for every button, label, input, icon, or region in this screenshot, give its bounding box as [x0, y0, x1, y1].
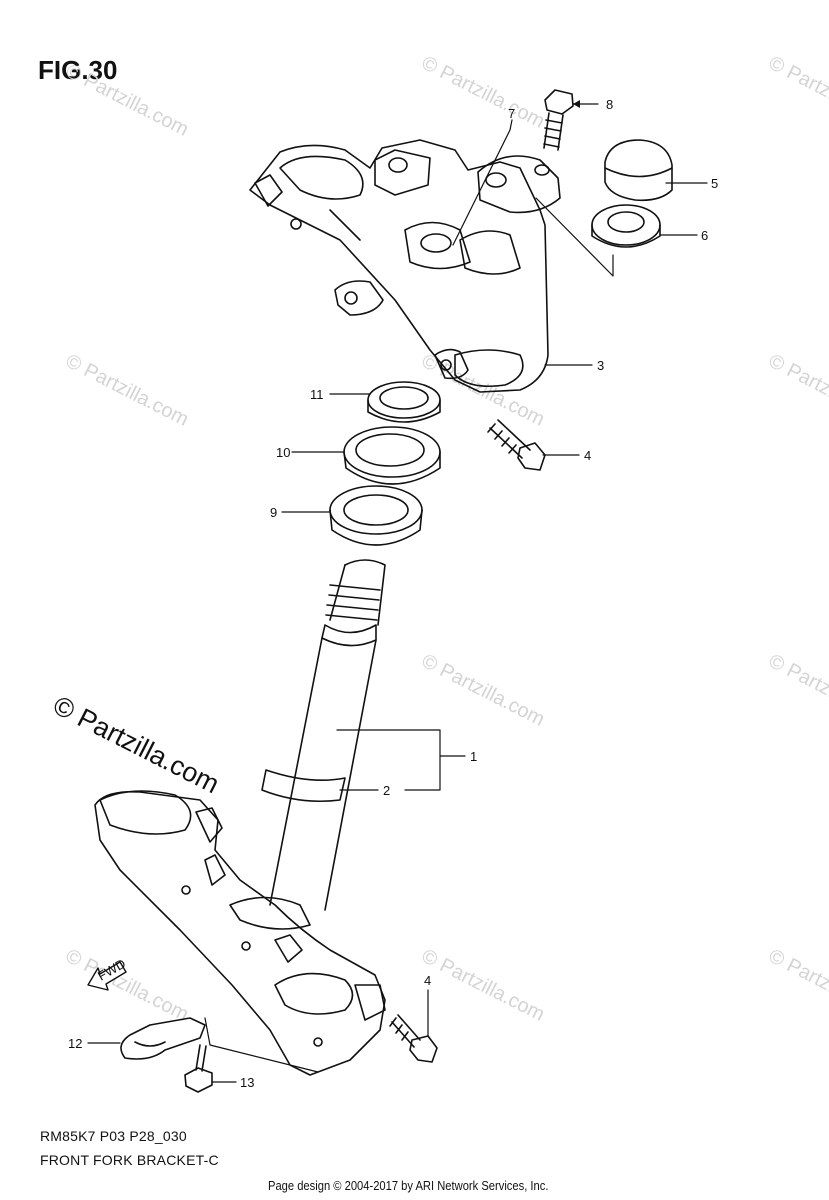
figure-caption: FRONT FORK BRACKET-C: [40, 1152, 219, 1168]
stem: [261, 559, 386, 911]
callout-labels: 1 2 3 4 4 5 6 7 8 9 10 11 12 13: [68, 97, 718, 1090]
callout-10: 10: [276, 445, 290, 460]
lower-bearing: [329, 485, 423, 546]
callout-13: 13: [240, 1075, 254, 1090]
callout-4-upper: 4: [584, 448, 591, 463]
callout-8: 8: [606, 97, 613, 112]
washer: [591, 204, 661, 248]
callout-2: 2: [383, 783, 390, 798]
fwd-arrow-icon: [87, 961, 127, 991]
upper-bearing: [343, 426, 441, 485]
handlebar-clamp: [477, 155, 561, 214]
leader-lines: [87, 103, 708, 1083]
callout-5: 5: [711, 176, 718, 191]
callout-1: 1: [470, 749, 477, 764]
part-code: RM85K7 P03 P28_030: [40, 1128, 187, 1144]
callout-9: 9: [270, 505, 277, 520]
clamp-screw: [184, 1044, 213, 1093]
page-copyright: Page design © 2004-2017 by ARI Network S…: [268, 1178, 549, 1193]
callout-11: 11: [310, 387, 324, 402]
steering-nut: [367, 381, 441, 423]
callout-7: 7: [508, 106, 515, 121]
callout-3: 3: [597, 358, 604, 373]
figure-title: FIG.30: [38, 55, 118, 85]
clamp-bolt: [543, 89, 574, 151]
cap: [604, 139, 673, 202]
bolt-lower: [389, 1014, 438, 1063]
cable-clamp: [120, 1017, 206, 1060]
bolt-upper: [487, 419, 546, 471]
upper-bracket: [249, 139, 549, 393]
callout-6: 6: [701, 228, 708, 243]
leader-arrowheads: [573, 100, 580, 108]
callout-12: 12: [68, 1036, 82, 1051]
lower-bracket: [94, 790, 386, 1076]
callout-4-lower: 4: [424, 973, 431, 988]
